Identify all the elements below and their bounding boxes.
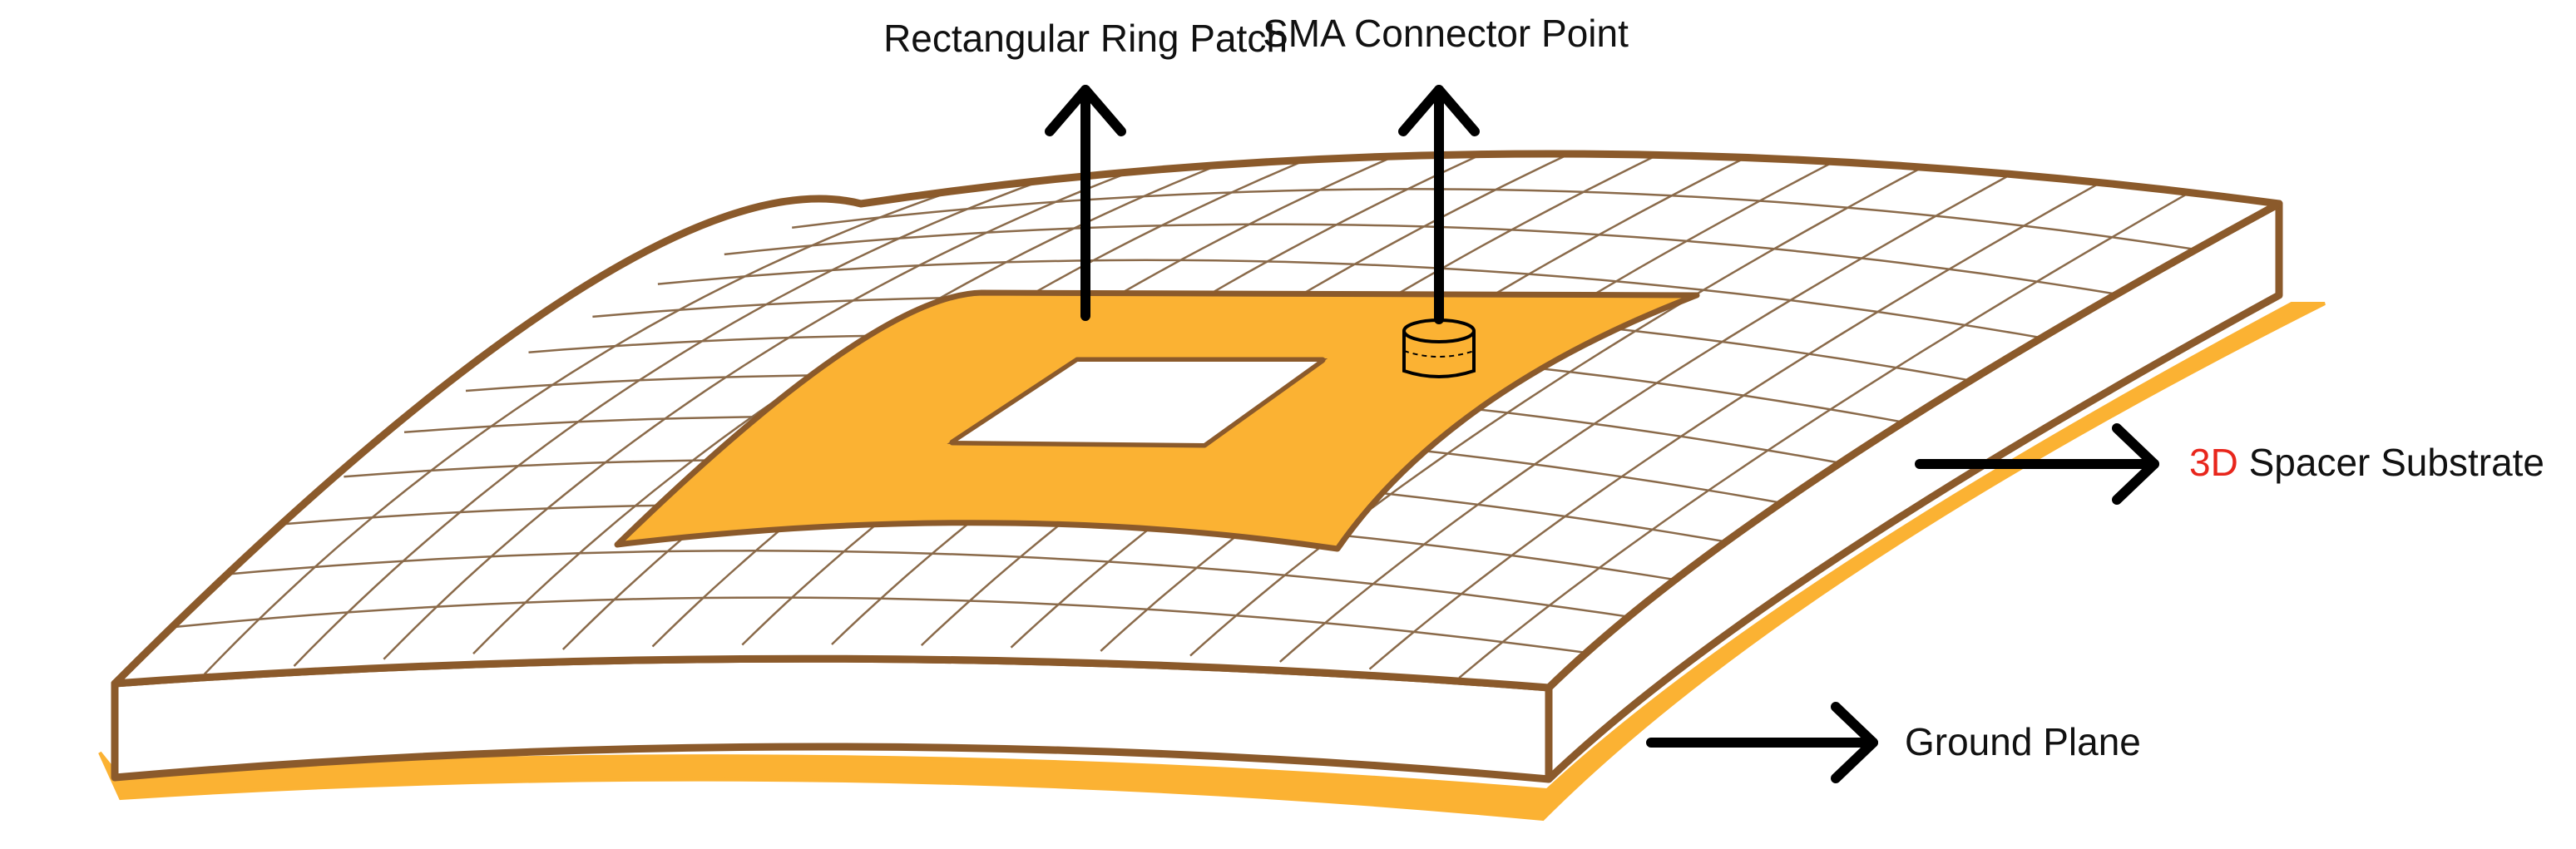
arrow-ground (1646, 702, 1878, 783)
grid-line (1458, 190, 2191, 679)
grid-line (293, 180, 1039, 667)
arrow-substrate (1915, 423, 2159, 505)
ground-plane (98, 302, 2326, 822)
patch-ring-aperture (947, 358, 1328, 447)
grid-line (383, 172, 1127, 660)
label-spacer-substrate: Spacer Substrate (2238, 441, 2544, 484)
substrate-top-outline (111, 150, 2283, 692)
label-sma-connector-point: SMA Connector Point (1263, 12, 1629, 55)
grid-line (1368, 180, 2103, 670)
grid-line (203, 190, 950, 675)
grid-line (1189, 165, 1925, 657)
arrow-connector (1398, 85, 1480, 324)
label-3d-prefix: 3D (2189, 441, 2238, 484)
label-3d-spacer-substrate: 3D Spacer Substrate (2189, 441, 2544, 484)
label-ground-plane: Ground Plane (1905, 720, 2141, 763)
label-rectangular-ring-patch: Rectangular Ring Patch (883, 17, 1288, 60)
arrow-patch (1045, 85, 1126, 321)
grid-line (1278, 172, 2014, 663)
sma-connector-icon (1402, 318, 1476, 378)
